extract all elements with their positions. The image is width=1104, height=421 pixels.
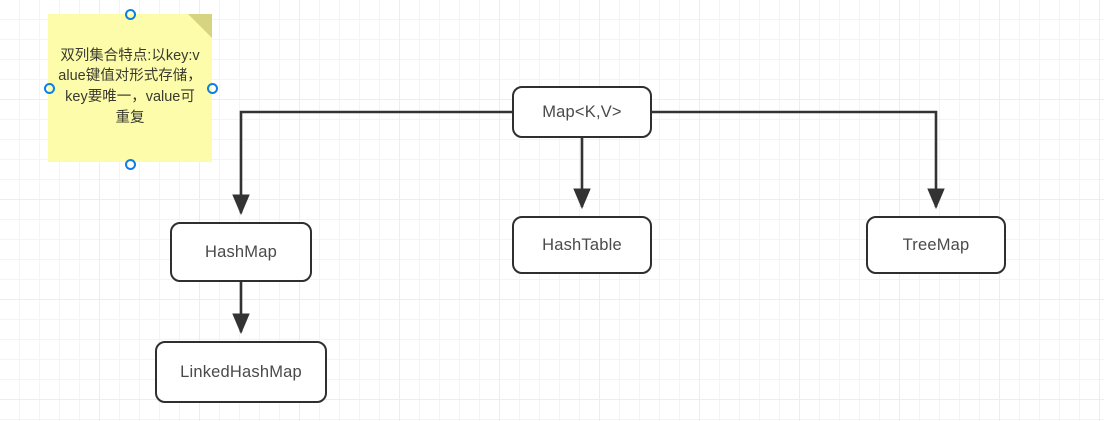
node-treemap[interactable]: TreeMap	[866, 216, 1006, 274]
sticky-note[interactable]: 双列集合特点:以key:value键值对形式存储，key要唯一，value可重复	[48, 14, 212, 162]
node-hashtable[interactable]: HashTable	[512, 216, 652, 274]
selection-handle-bottom[interactable]	[125, 159, 136, 170]
edge-map-to-hashmap[interactable]	[232, 110, 512, 216]
node-linkedhashmap[interactable]: LinkedHashMap	[155, 341, 327, 403]
node-hashtable-label: HashTable	[542, 235, 622, 254]
node-map-label: Map<K,V>	[542, 102, 622, 121]
selection-handle-right[interactable]	[207, 83, 218, 94]
note-fold-corner-icon	[188, 14, 212, 38]
node-linkedhashmap-label: LinkedHashMap	[180, 362, 302, 381]
node-treemap-label: TreeMap	[902, 235, 970, 254]
edge-map-to-treemap[interactable]	[652, 110, 945, 210]
selection-handle-left[interactable]	[44, 83, 55, 94]
sticky-note-text: 双列集合特点:以key:value键值对形式存储，key要唯一，value可重复	[58, 47, 202, 126]
node-map[interactable]: Map<K,V>	[512, 86, 652, 138]
node-hashmap-label: HashMap	[204, 242, 278, 261]
selection-handle-top[interactable]	[125, 9, 136, 20]
node-hashmap[interactable]: HashMap	[170, 222, 312, 282]
